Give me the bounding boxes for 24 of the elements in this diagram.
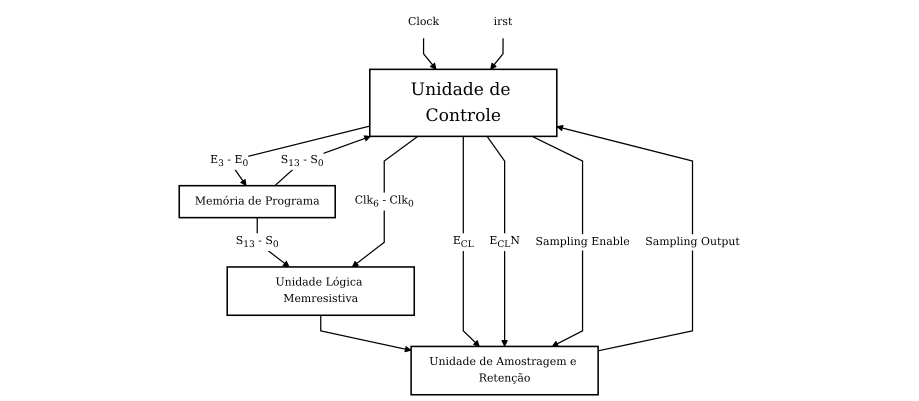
edge-label: Sampling Output <box>645 236 740 248</box>
edge-label: Clk$_{6}$ - Clk$_{0}$ <box>354 194 414 209</box>
node-text: Clock <box>408 16 440 28</box>
edge-label: S$_{13}$ - S$_{0}$ <box>236 234 279 250</box>
arrow <box>320 315 412 352</box>
edge-label: S$_{13}$ - S$_{0}$ <box>280 154 324 168</box>
arrow <box>462 136 480 347</box>
arrow <box>556 124 694 352</box>
edge-label: E$_{3}$ - E$_{0}$ <box>210 154 248 168</box>
arrow <box>274 135 371 186</box>
node-box <box>410 346 599 396</box>
block-diagram: E$_{3}$ - E$_{0}$ S$_{13}$ - S$_{0}$ S$_{13}$ - S$_{0}$ Clk$_{6}$ - Clk$_{0}$ E$_{CL}$ E$_{CL}$N Sampling Enable Sampling Output Unidade de Controle Memória de Programa Unidade Lógica Memresistiva Unidade de Amostragem e Retenção Clock irst <box>173 0 746 401</box>
node-box <box>178 184 336 218</box>
edge-label: E$_{CL}$ <box>452 234 474 250</box>
edge-label: Sampling Enable <box>535 236 630 248</box>
arrow <box>490 38 504 70</box>
node-text: irst <box>494 16 512 28</box>
node-box <box>369 68 558 138</box>
arrow <box>532 136 584 347</box>
arrow <box>486 136 508 347</box>
arrow <box>422 38 436 70</box>
arrow <box>352 136 418 268</box>
node-box <box>226 266 416 316</box>
edge-label: E$_{CL}$N <box>489 234 520 250</box>
